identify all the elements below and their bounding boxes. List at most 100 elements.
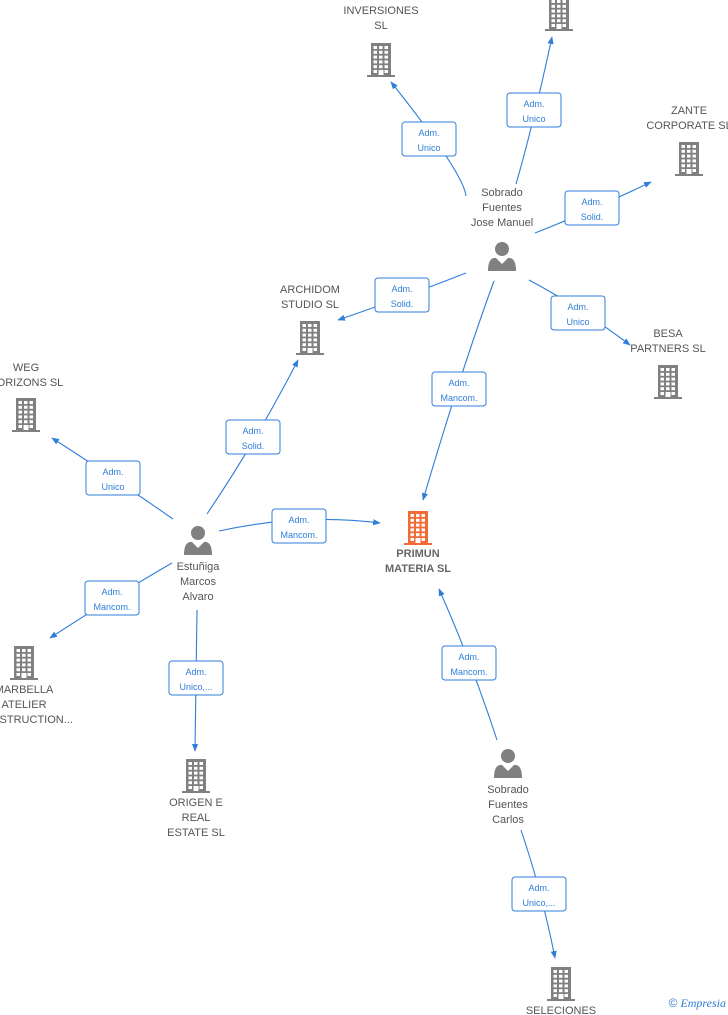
building-icon (367, 43, 395, 77)
edge-estuniga-to-primun: Adm.Mancom. (218, 508, 381, 544)
building-icon (12, 398, 40, 432)
node-label-line: SELECIONES (526, 1005, 596, 1015)
node-label-line: MARBELLA (0, 684, 54, 696)
building-icon (10, 646, 38, 680)
edge-sobrado_jm-to-archidom: Adm. Solid. (337, 272, 467, 321)
edge-label-line: Unico,... (522, 898, 555, 908)
node-label-line: Sobrado (487, 784, 529, 796)
edge-estuniga-to-archidom: Adm. Solid. (206, 359, 299, 515)
edge-estuniga-to-origen: Adm. Unico,... (168, 609, 224, 752)
node-zante[interactable]: ZANTE CORPORATE SL (646, 105, 728, 176)
edge-label-line: Mancom. (450, 667, 487, 677)
brand-name: Empresia (680, 996, 726, 1010)
node-label-line: Marcos (180, 576, 217, 588)
edge-sobrado_jm-to-besa: Adm. Unico (528, 279, 631, 346)
edge-label-line: Mancom. (440, 393, 477, 403)
edge-label-line: Mancom. (93, 602, 130, 612)
edge-sobrado_c-to-primun: Adm. Mancom. (438, 588, 498, 741)
edge-label-line: Adm. (528, 883, 549, 893)
edge-sobrado_jm-to-primun: Adm. Mancom. (422, 280, 495, 501)
node-seleciones[interactable]: SELECIONES (526, 967, 596, 1015)
edge-label-line: Adm. (101, 587, 122, 597)
edge-label-line: Solid. (391, 299, 414, 309)
edge-label-line: Adm. (567, 302, 588, 312)
node-label-line: REAL (182, 812, 211, 824)
edge-label-box (506, 92, 562, 128)
node-label-line: ESTATE SL (167, 827, 225, 839)
edge-label-box (550, 295, 606, 331)
building-icon (296, 321, 324, 355)
node-label-line: WEG (13, 362, 39, 374)
person-icon (184, 526, 212, 555)
node-label-line: JULAB (364, 0, 398, 2)
edge-label-line: Adm. (581, 197, 602, 207)
building-icon (404, 511, 432, 545)
node-label-line: Fuentes (488, 799, 528, 811)
edge-sobrado_c-to-seleciones: Adm. Unico,... (511, 829, 567, 959)
node-label-line: ORIGEN E (169, 797, 223, 809)
node-label-line: Alvaro (182, 591, 213, 603)
edge-sobrado_jm-to-zante: Adm.Solid. (534, 181, 652, 234)
building-icon (547, 967, 575, 1001)
node-label-line: CORPORATE SL (646, 120, 728, 132)
node-label-line: Carlos (492, 814, 524, 826)
edge-label-line: Adm. (448, 378, 469, 388)
edge-estuniga-to-weg: Adm.Unico (51, 437, 174, 520)
edge-label-line: Unico,... (179, 682, 212, 692)
edge-label-line: Adm. (391, 284, 412, 294)
edge-label-box (431, 371, 487, 407)
person-icon (494, 749, 522, 778)
edge-label-line: Adm. (458, 652, 479, 662)
edge-label-box (168, 660, 224, 696)
node-label-line: MATERIA SL (385, 563, 451, 575)
node-weg[interactable]: WEG HORIZONS SL (0, 362, 63, 432)
building-icon (545, 0, 573, 31)
edge-label-box (441, 645, 497, 681)
node-label-line: HORIZONS SL (0, 377, 63, 389)
edge-label-box (511, 876, 567, 912)
edge-label-line: Adm. (242, 426, 263, 436)
node-top2[interactable] (545, 0, 573, 31)
building-icon (675, 142, 703, 176)
edge-label-line: Adm. (418, 128, 439, 138)
copyright-symbol: © (668, 996, 678, 1010)
edge-label-line: Adm. (185, 667, 206, 677)
building-icon (654, 365, 682, 399)
brand-watermark: © Empresia (669, 996, 726, 1011)
node-origen[interactable]: ORIGEN E REAL ESTATE SL (167, 759, 225, 839)
node-label-line: PARTNERS SL (630, 343, 705, 355)
node-archidom[interactable]: ARCHIDOM STUDIO SL (280, 284, 340, 355)
node-label-line: Estuñiga (177, 561, 221, 573)
node-julab[interactable]: JULABINVERSIONESSL (343, 0, 419, 77)
edge-label-line: Unico (417, 143, 440, 153)
node-label-line: CONSTRUCTION... (0, 714, 73, 726)
node-label-line: ARCHIDOM (280, 284, 340, 296)
edge-label-box (564, 190, 620, 226)
edge-label-line: Solid. (242, 441, 265, 451)
node-label-line: STUDIO SL (281, 299, 339, 311)
edge-label-box (85, 460, 141, 496)
edge-label-box (374, 277, 430, 313)
node-primun[interactable]: PRIMUN MATERIA SL (385, 511, 451, 575)
edge-label-line: Adm. (102, 467, 123, 477)
node-marbella[interactable]: MARBELLAATELIERCONSTRUCTION... (0, 646, 73, 726)
person-icon (488, 242, 516, 271)
edge-sobrado_jm-to-julab: Adm. Unico (390, 81, 467, 197)
node-label-line: PRIMUN (396, 548, 439, 560)
node-label-line: SL (374, 20, 387, 32)
edge-label-box (84, 580, 140, 616)
edge-label-line: Unico (522, 114, 545, 124)
building-icon (182, 759, 210, 793)
edge-label-line: Adm. (288, 515, 309, 525)
edge-label-line: Unico (566, 317, 589, 327)
edge-label-box (401, 121, 457, 157)
node-label-line: Sobrado (481, 187, 523, 199)
node-label-line: ZANTE (671, 105, 707, 117)
edge-label-box (271, 508, 327, 544)
edge-label-box (225, 419, 281, 455)
